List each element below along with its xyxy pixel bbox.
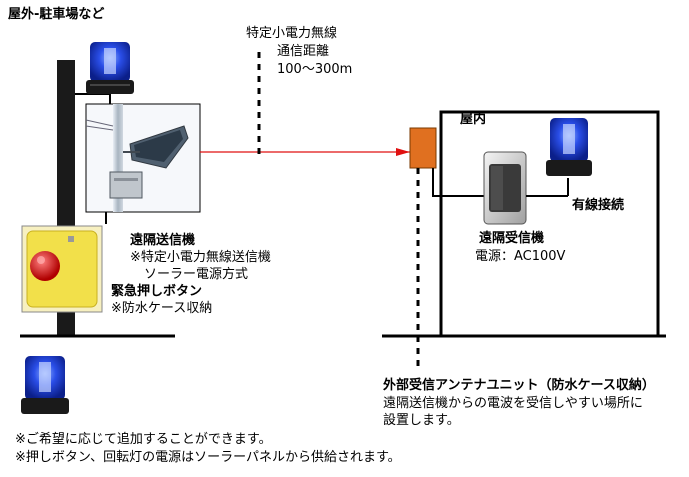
wireless-label-1: 特定小電力無線 (246, 26, 338, 41)
solar-transmitter-photo (85, 103, 201, 213)
waterproof-case-label: ※防水ケース収納 (111, 301, 213, 316)
wireless-label-3: 100～300m (277, 62, 353, 77)
receiver-name: 遠隔受信機 (479, 231, 545, 246)
transmitter-note-2: ソーラー電源方式 (144, 267, 249, 282)
antenna-desc-2: 設置します。 (383, 413, 460, 428)
receiver-icon (483, 151, 527, 225)
antenna-receiver-wire (432, 168, 484, 197)
transmitter-name: 遠隔送信機 (130, 233, 196, 248)
rotary-lamp-icon (86, 42, 134, 94)
wired-connection-label: 有線接続 (572, 198, 625, 213)
emergency-button-label: 緊急押しボタン (111, 284, 203, 299)
antenna-title: 外部受信アンテナユニット（防水ケース収納） (383, 378, 655, 393)
indoor-rotary-lamp-icon (546, 118, 592, 176)
optional-lamp-icon (21, 356, 69, 414)
indoor-building-outline (439, 110, 660, 336)
antenna-unit (409, 127, 437, 169)
emergency-button-icon (21, 225, 103, 313)
wireless-label-2: 通信距離 (277, 44, 330, 59)
footnote-1: ※ご希望に応じて追加することができます。 (15, 432, 272, 447)
footnote-2: ※押しボタン、回転灯の電源はソーラーパネルから供給されます。 (15, 450, 401, 465)
signal-arrowhead (396, 148, 410, 156)
transmitter-note-1: ※特定小電力無線送信機 (130, 250, 271, 265)
indoor-label: 屋内 (460, 112, 487, 127)
outdoor-title: 屋外-駐車場など (8, 7, 105, 22)
antenna-desc-1: 遠隔送信機からの電波を受信しやすい場所に (383, 396, 643, 411)
receiver-power: 電源：AC100V (475, 249, 566, 264)
